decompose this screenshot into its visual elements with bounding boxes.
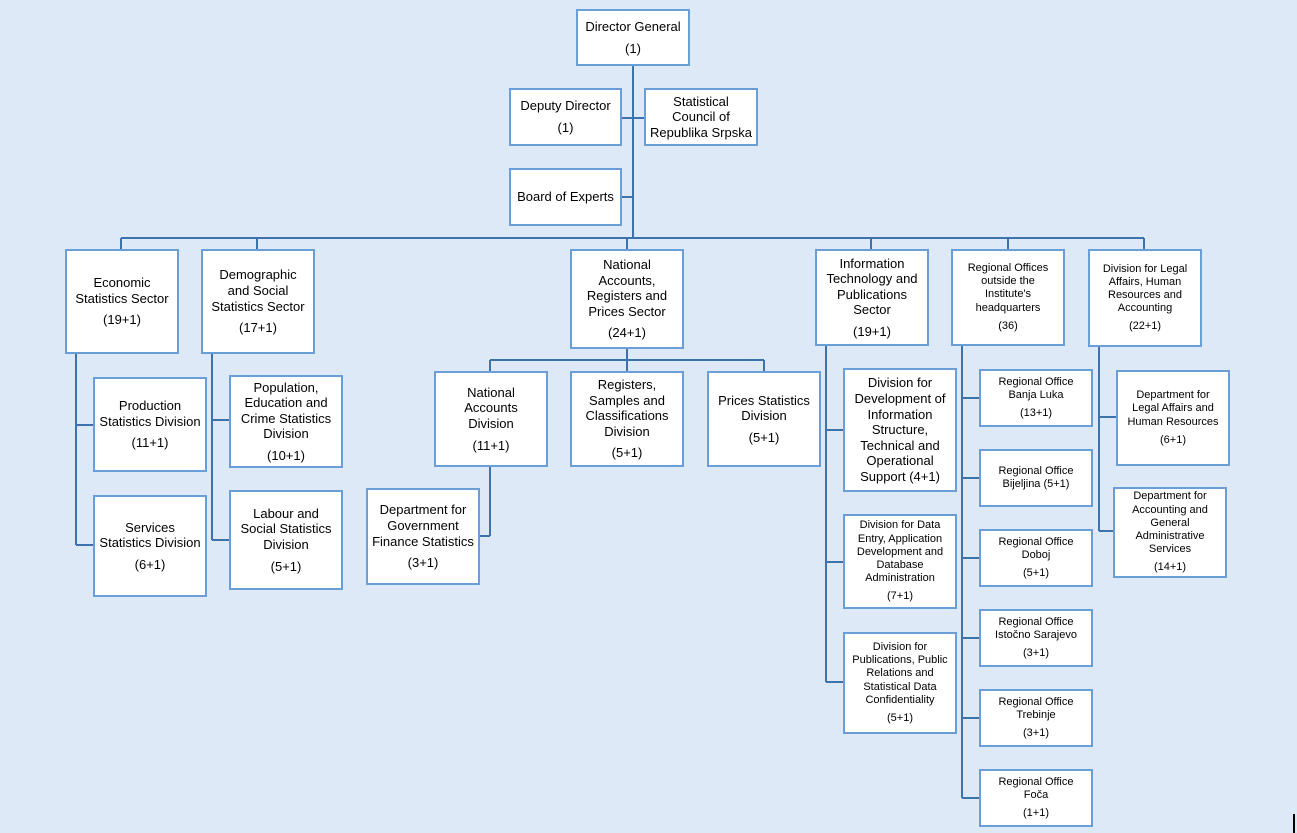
deputy-director-title: Deputy Director [520, 98, 611, 114]
office-foca-box: Regional Office Foča (1+1) [979, 769, 1093, 827]
director-general-title: Director General [585, 18, 681, 34]
production-division-box: Production Statistics Division (11+1) [93, 377, 207, 472]
regional-offices-title: Regional Offices outside the Institute's… [967, 262, 1049, 314]
demographic-sector-count: (17+1) [239, 320, 277, 336]
director-general-count: (1) [625, 40, 641, 56]
deputy-director-box: Deputy Director (1) [509, 88, 622, 146]
data-entry-division-box: Division for Data Entry, Application Dev… [843, 514, 957, 609]
director-general-box: Director General (1) [576, 9, 690, 66]
board-of-experts-box: Board of Experts [509, 168, 622, 226]
office-banja-luka-title: Regional Office Banja Luka [998, 375, 1074, 401]
legal-department-title: Department for Legal Affairs and Human R… [1127, 389, 1219, 428]
it-dev-division-title: Division for Development of Information … [854, 375, 946, 484]
registers-division-count: (5+1) [611, 445, 643, 461]
gov-finance-department-title: Department for Government Finance Statis… [372, 502, 474, 549]
it-sector-title: Information Technology and Publications … [826, 255, 918, 318]
production-division-title: Production Statistics Division [99, 398, 201, 429]
legal-department-count: (6+1) [1160, 433, 1186, 446]
office-bijeljina-box: Regional Office Bijeljina (5+1) [979, 449, 1093, 507]
office-foca-count: (1+1) [1023, 807, 1049, 820]
labour-division-count: (5+1) [270, 558, 302, 574]
data-entry-division-count: (7+1) [887, 590, 913, 603]
publications-division-count: (5+1) [887, 711, 913, 724]
office-banja-luka-count: (13+1) [1019, 407, 1053, 420]
national-accounts-division-box: National Accounts Division (11+1) [434, 371, 548, 467]
prices-division-box: Prices Statistics Division (5+1) [707, 371, 821, 467]
production-division-count: (11+1) [131, 435, 169, 451]
labour-division-title: Labour and Social Statistics Division [240, 505, 332, 552]
office-istocno-sarajevo-title: Regional Office Istočno Sarajevo [995, 615, 1077, 641]
population-division-title: Population, Education and Crime Statisti… [240, 379, 332, 442]
economic-sector-count: (19+1) [103, 312, 141, 328]
legal-division-box: Division for Legal Affairs, Human Resour… [1088, 249, 1202, 347]
national-accounts-sector-box: National Accounts, Registers and Prices … [570, 249, 684, 349]
population-division-box: Population, Education and Crime Statisti… [229, 375, 343, 468]
corner-mark [1293, 814, 1295, 833]
regional-offices-count: (36) [998, 319, 1018, 332]
gov-finance-department-count: (3+1) [407, 555, 439, 571]
economic-sector-box: Economic Statistics Sector (19+1) [65, 249, 179, 354]
office-foca-title: Regional Office Foča [998, 775, 1074, 801]
board-of-experts-title: Board of Experts [517, 189, 614, 205]
office-trebinje-count: (3+1) [1023, 727, 1049, 740]
legal-division-count: (22+1) [1128, 320, 1162, 333]
it-dev-division-box: Division for Development of Information … [843, 368, 957, 492]
publications-division-box: Division for Publications, Public Relati… [843, 632, 957, 734]
accounting-department-box: Department for Accounting and General Ad… [1113, 487, 1227, 578]
deputy-director-count: (1) [557, 120, 574, 135]
statistical-council-title: Statistical Council of Republika Srpska [650, 93, 752, 140]
gov-finance-department-box: Department for Government Finance Statis… [366, 488, 480, 585]
office-doboj-title: Regional Office Doboj [998, 535, 1074, 561]
services-division-box: Services Statistics Division (6+1) [93, 495, 207, 597]
accounting-department-title: Department for Accounting and General Ad… [1132, 490, 1208, 556]
national-accounts-sector-count: (24+1) [608, 325, 646, 341]
prices-division-title: Prices Statistics Division [718, 392, 810, 424]
office-doboj-box: Regional Office Doboj (5+1) [979, 529, 1093, 587]
labour-division-box: Labour and Social Statistics Division (5… [229, 490, 343, 590]
publications-division-title: Division for Publications, Public Relati… [852, 640, 948, 706]
demographic-sector-box: Demographic and Social Statistics Sector… [201, 249, 315, 354]
legal-division-title: Division for Legal Affairs, Human Resour… [1102, 262, 1188, 315]
population-division-count: (10+1) [267, 447, 305, 463]
office-trebinje-title: Regional Office Trebinje [998, 695, 1074, 721]
services-division-title: Services Statistics Division [99, 519, 201, 551]
office-istocno-sarajevo-count: (3+1) [1023, 647, 1049, 660]
office-istocno-sarajevo-box: Regional Office Istočno Sarajevo (3+1) [979, 609, 1093, 667]
legal-department-box: Department for Legal Affairs and Human R… [1116, 370, 1230, 466]
office-banja-luka-box: Regional Office Banja Luka (13+1) [979, 369, 1093, 427]
national-accounts-sector-title: National Accounts, Registers and Prices … [586, 257, 668, 319]
national-accounts-division-count: (11+1) [472, 437, 510, 453]
registers-division-title: Registers, Samples and Classifications D… [585, 377, 669, 439]
registers-division-box: Registers, Samples and Classifications D… [570, 371, 684, 467]
office-trebinje-box: Regional Office Trebinje (3+1) [979, 689, 1093, 747]
economic-sector-title: Economic Statistics Sector [75, 275, 169, 306]
it-sector-box: Information Technology and Publications … [815, 249, 929, 346]
statistical-council-box: Statistical Council of Republika Srpska [644, 88, 758, 146]
demographic-sector-title: Demographic and Social Statistics Sector [211, 267, 305, 314]
it-sector-count: (19+1) [853, 323, 891, 339]
national-accounts-division-title: National Accounts Division [464, 384, 518, 431]
office-doboj-count: (5+1) [1023, 567, 1049, 580]
accounting-department-count: (14+1) [1153, 561, 1187, 574]
regional-offices-box: Regional Offices outside the Institute's… [951, 249, 1065, 346]
data-entry-division-title: Division for Data Entry, Application Dev… [856, 519, 944, 585]
office-bijeljina-title: Regional Office Bijeljina (5+1) [998, 464, 1074, 490]
services-division-count: (6+1) [134, 556, 166, 572]
prices-division-count: (5+1) [748, 429, 780, 445]
